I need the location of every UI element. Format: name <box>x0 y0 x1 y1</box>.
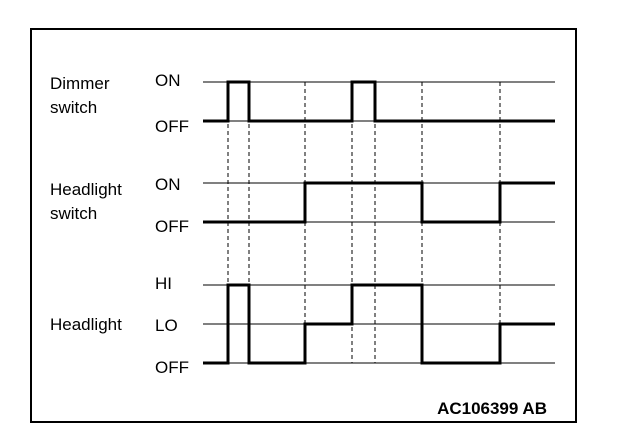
headlight-level-lo: LO <box>155 316 178 335</box>
diagram-frame <box>30 28 577 423</box>
headlight-switch-level-on: ON <box>155 175 181 194</box>
waveforms <box>203 80 555 365</box>
headlight-level-off: OFF <box>155 358 189 377</box>
figure-code: AC106399 AB <box>437 399 547 418</box>
dimmer-switch-level-on: ON <box>155 71 181 90</box>
headlight-switch-level-off: OFF <box>155 217 189 236</box>
headlight-level-hi: HI <box>155 274 172 293</box>
headlight-switch-name-line-1: Headlight <box>50 180 122 199</box>
dimmer-switch-name-line-2: switch <box>50 98 97 117</box>
headlight-waveform <box>203 283 555 365</box>
headlight-switch-waveform <box>203 181 555 224</box>
headlight-switch-name-line-2: switch <box>50 204 97 223</box>
headlight-name: Headlight <box>50 315 122 334</box>
dimmer-switch-waveform <box>203 80 555 123</box>
dimmer-switch-level-off: OFF <box>155 117 189 136</box>
dimmer-switch-name-line-1: Dimmer <box>50 74 110 93</box>
